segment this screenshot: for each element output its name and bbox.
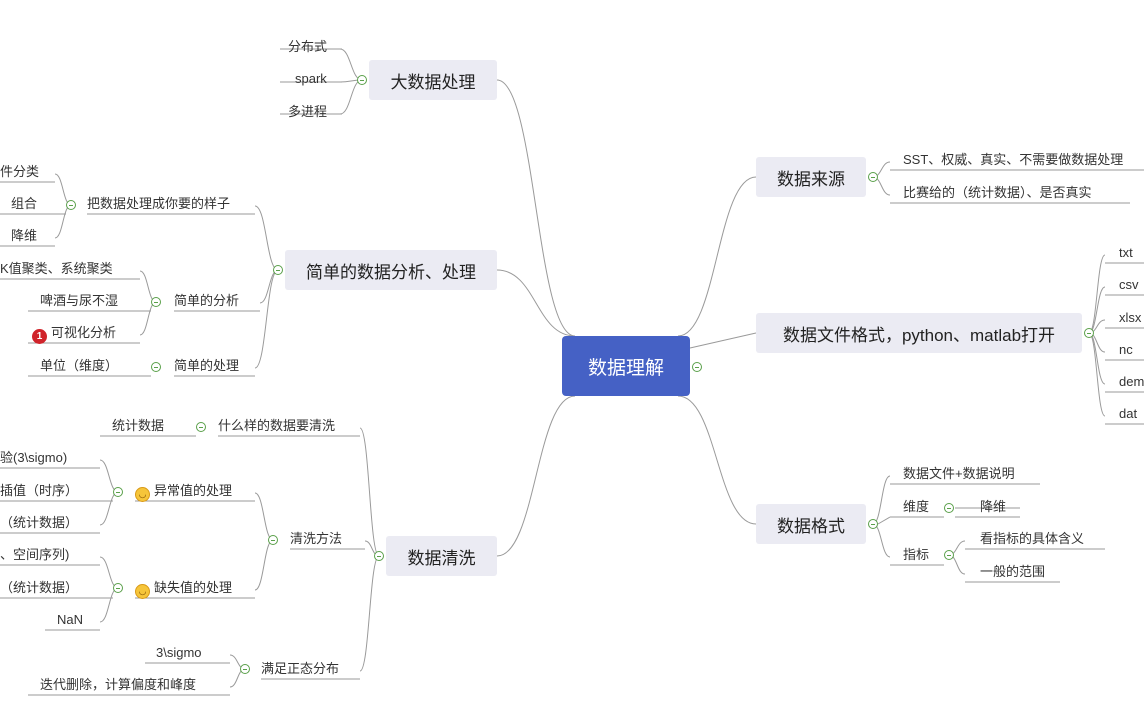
leaf-outlier-stat[interactable]: （统计数据） [0, 515, 79, 530]
topic-data-format[interactable]: 数据格式 [756, 504, 866, 544]
smiley-icon: ◡ [135, 487, 150, 502]
connector-line [677, 395, 757, 525]
collapse-toggle-icon[interactable] [268, 535, 278, 545]
connector-line [254, 269, 279, 369]
collapse-toggle-icon[interactable] [151, 362, 161, 372]
leaf-unit[interactable]: 单位（维度） [40, 358, 119, 373]
collapse-toggle-icon[interactable] [868, 172, 878, 182]
collapse-toggle-icon[interactable] [273, 265, 283, 275]
subtopic-clean-methods[interactable]: 清洗方法 [290, 531, 343, 546]
leaf-missing-stat[interactable]: （统计数据） [0, 580, 79, 595]
topic-cleaning[interactable]: 数据清洗 [386, 536, 497, 576]
connector-line [1088, 332, 1106, 417]
connector-line [496, 395, 576, 557]
subtopic-missing[interactable]: ◡缺失值的处理 [135, 580, 232, 599]
subtopic-what-to-clean[interactable]: 什么样的数据要清洗 [218, 418, 336, 433]
leaf-dim-reduce-2[interactable]: 降维 [980, 499, 1007, 514]
collapse-toggle-icon[interactable] [196, 422, 206, 432]
leaf-csv[interactable]: csv [1119, 277, 1139, 292]
leaf-indicator-range[interactable]: 一般的范围 [980, 564, 1046, 579]
leaf-classify[interactable]: 件分类 [0, 164, 40, 179]
collapse-toggle-icon[interactable] [113, 583, 123, 593]
collapse-toggle-icon[interactable] [692, 362, 702, 372]
topic-source[interactable]: 数据来源 [756, 157, 866, 197]
collapse-toggle-icon[interactable] [374, 551, 384, 561]
connector-line [877, 516, 891, 525]
collapse-toggle-icon[interactable] [1084, 328, 1094, 338]
connector-line [254, 205, 279, 271]
connector-line [339, 79, 363, 115]
subtopic-dimension[interactable]: 维度 [903, 499, 930, 514]
connector-line [359, 427, 380, 557]
smiley-icon: ◡ [135, 584, 150, 599]
subtopic-spark[interactable]: spark [295, 71, 327, 86]
leaf-txt[interactable]: txt [1119, 245, 1133, 260]
collapse-toggle-icon[interactable] [151, 297, 161, 307]
leaf-dem[interactable]: dem [1119, 374, 1144, 389]
leaf-clustering[interactable]: K值聚类、系统聚类 [0, 261, 113, 276]
collapse-toggle-icon[interactable] [66, 200, 76, 210]
leaf-spatial-series[interactable]: 、空间序列) [0, 547, 70, 562]
subtopic-normal-dist[interactable]: 满足正态分布 [261, 661, 340, 676]
connector-line [1088, 254, 1106, 334]
leaf-outlier-test[interactable]: 验(3\sigmo) [0, 450, 68, 465]
leaf-xlsx[interactable]: xlsx [1119, 310, 1142, 325]
collapse-toggle-icon[interactable] [113, 487, 123, 497]
priority-1-icon: 1 [32, 329, 47, 344]
collapse-toggle-icon[interactable] [944, 503, 954, 513]
subtopic-distributed[interactable]: 分布式 [288, 39, 328, 54]
leaf-dim-reduce[interactable]: 降维 [11, 228, 38, 243]
connector-line [99, 491, 119, 526]
connector-line [54, 204, 72, 239]
topic-file-formats[interactable]: 数据文件格式，python、matlab打开 [756, 313, 1082, 353]
connector-line [359, 555, 380, 672]
leaf-interpolation[interactable]: 插值（时序） [0, 483, 79, 498]
connector-line [254, 492, 274, 541]
leaf-3sigma[interactable]: 3\sigmo [156, 645, 202, 660]
collapse-toggle-icon[interactable] [944, 550, 954, 560]
leaf-stat-data[interactable]: 统计数据 [112, 418, 165, 433]
connector-line [872, 523, 891, 558]
subtopic-outliers[interactable]: ◡异常值的处理 [135, 483, 232, 502]
leaf-iterative-delete[interactable]: 迭代删除，计算偏度和峰度 [40, 677, 197, 692]
subtopic-simple-analysis[interactable]: 简单的分析 [174, 293, 240, 308]
subtopic-process[interactable]: 把数据处理成你要的样子 [87, 196, 231, 211]
collapse-toggle-icon[interactable] [868, 519, 878, 529]
subtopic-simple-process[interactable]: 简单的处理 [174, 358, 240, 373]
leaf-competition[interactable]: 比赛给的（统计数据）、是否真实 [903, 185, 1092, 200]
topic-analysis[interactable]: 简单的数据分析、处理 [285, 250, 497, 290]
leaf-file-desc[interactable]: 数据文件+数据说明 [903, 466, 1015, 481]
subtopic-indicator[interactable]: 指标 [903, 547, 930, 562]
leaf-beer-diapers[interactable]: 啤酒与尿不湿 [40, 293, 119, 308]
connector-line [99, 587, 119, 623]
leaf-indicator-meaning[interactable]: 看指标的具体含义 [980, 531, 1085, 546]
connector-line [677, 176, 757, 337]
connector-line [254, 539, 274, 591]
subtopic-multiprocess[interactable]: 多进程 [288, 104, 328, 119]
collapse-toggle-icon[interactable] [240, 664, 250, 674]
root-topic[interactable]: 数据理解 [562, 336, 690, 396]
connector-line [872, 475, 891, 525]
leaf-sst[interactable]: SST、权威、真实、不需要做数据处理 [903, 152, 1124, 167]
leaf-nc[interactable]: nc [1119, 342, 1133, 357]
leaf-dat[interactable]: dat [1119, 406, 1138, 421]
leaf-nan[interactable]: NaN [57, 612, 84, 627]
collapse-toggle-icon[interactable] [357, 75, 367, 85]
connector-line [139, 301, 157, 336]
leaf-combine[interactable]: 组合 [11, 196, 38, 211]
topic-bigdata[interactable]: 大数据处理 [369, 60, 497, 100]
connector-line [496, 269, 576, 337]
connector-line [496, 79, 576, 337]
connector-line [689, 332, 757, 349]
